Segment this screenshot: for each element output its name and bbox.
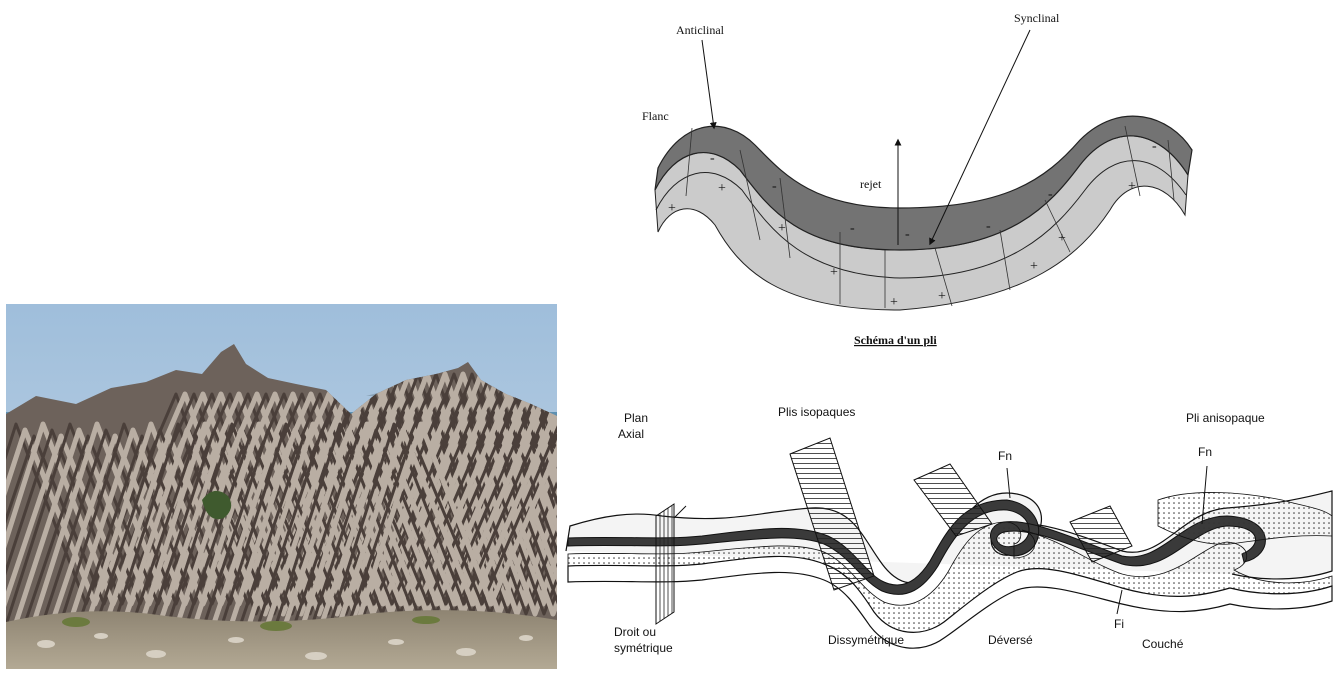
svg-text:-: -: [986, 219, 991, 234]
droit-label-line2: symétrique: [614, 641, 673, 655]
folded-rock-photo: [6, 304, 557, 669]
anticlinal-arrow: [702, 40, 714, 128]
fold-schema-diagram: - - - - - - - + + + + + + + + + Anticlin…: [600, 0, 1240, 360]
axial-plane-droit: [656, 504, 674, 624]
plis-isopaques-label: Plis isopaques: [778, 405, 855, 419]
svg-text:-: -: [772, 179, 777, 194]
fold-types-diagram: Plan Axial Plis isopaques Pli anisopaque…: [562, 376, 1338, 697]
svg-text:+: +: [718, 181, 726, 196]
svg-text:+: +: [1128, 179, 1136, 194]
rejet-label: rejet: [860, 177, 882, 191]
pli-anisopaque-label: Pli anisopaque: [1186, 411, 1265, 425]
schema-caption: Schéma d'un pli: [854, 333, 937, 347]
svg-text:+: +: [890, 295, 898, 310]
svg-text:-: -: [1048, 187, 1053, 202]
svg-text:-: -: [1152, 139, 1157, 154]
synclinal-label: Synclinal: [1014, 11, 1060, 25]
svg-text:-: -: [850, 221, 855, 236]
dissymetrique-label: Dissymétrique: [828, 633, 904, 647]
svg-text:+: +: [668, 201, 676, 216]
anticlinal-label: Anticlinal: [676, 23, 725, 37]
droit-label-line1: Droit ou: [614, 625, 656, 639]
couche-label: Couché: [1142, 637, 1184, 651]
plan-axial-label-line1: Plan: [624, 411, 648, 425]
svg-text:-: -: [905, 227, 910, 242]
axial-plane-deverse: [914, 464, 992, 536]
fn-label-deverse: Fn: [998, 449, 1012, 463]
fn-label-couche: Fn: [1198, 445, 1212, 459]
fi-label: Fi: [1114, 617, 1124, 631]
svg-text:-: -: [710, 151, 715, 166]
fold-layers: [655, 116, 1192, 310]
svg-text:+: +: [938, 289, 946, 304]
svg-text:+: +: [1030, 259, 1038, 274]
deverse-label: Déversé: [988, 633, 1033, 647]
svg-text:+: +: [1058, 231, 1066, 246]
plan-axial-label-line2: Axial: [618, 427, 644, 441]
svg-text:+: +: [778, 221, 786, 236]
flanc-label: Flanc: [642, 109, 669, 123]
svg-text:+: +: [830, 265, 838, 280]
